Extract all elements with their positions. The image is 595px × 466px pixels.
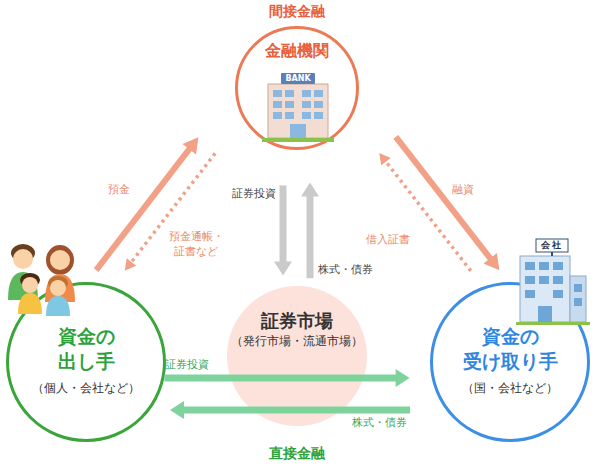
person-body [8,272,38,300]
edge-label: 預金 [108,182,148,197]
window [539,262,549,270]
section-heading: 直接金融 [247,444,347,462]
node-subtitle: （個人・会社など） [11,381,161,395]
flow-arrow [301,183,319,279]
window [574,298,582,306]
arrow-head [396,369,410,387]
node-title: 証券市場 [232,310,362,332]
arrow-head [170,401,184,419]
institution-circle: 金融機関 [235,26,359,150]
arrow-head [379,153,390,165]
arrow-line [385,161,471,271]
arrow-line [280,185,287,262]
sign-text: 会社 [536,239,568,252]
sign-post [551,252,553,256]
person-face [50,250,70,270]
market-circle: 証券市場 （発行市場・流通市場） [227,286,367,426]
arrow-head [183,137,199,154]
window [553,262,563,270]
arrow-line [183,407,410,414]
sign-text: BANK [281,73,315,84]
edge-label: 借入証書 [366,232,420,247]
node-title: 資金の 受け取り手 [458,324,562,373]
section-heading: 間接金融 [247,2,347,20]
arrow-head [483,253,499,270]
node-title: 金融機関 [242,41,352,60]
bank-sign [281,73,315,84]
window [539,276,549,284]
person-face [13,249,33,269]
person-hair [11,244,35,262]
window [553,276,563,284]
edge-label: 株式・債券 [352,415,416,430]
flow-arrow [379,153,471,271]
arrow-line [307,196,314,279]
provider-circle: 資金の 出し手 （個人・会社など） [6,282,166,442]
arrow-head [274,261,292,275]
node-title: 資金の 出し手 [44,324,128,373]
arrow-head [301,183,319,197]
person-face [22,277,38,293]
arrow-head [125,258,136,270]
edge-label: 預金通帳・証書など [166,229,226,259]
node-subtitle: （国・会社など） [435,381,585,395]
window [574,284,582,292]
edge-label: 融資 [452,182,492,197]
person-hair [20,273,40,287]
receiver-circle: 資金の 受け取り手 （国・会社など） [430,282,590,442]
person-hair [46,245,74,275]
edge-label: 証券投資 [165,357,225,372]
edge-label: 株式・債券 [318,262,388,277]
flow-arrow [274,185,292,275]
flow-arrow [396,137,500,270]
node-subtitle: （発行市場・流通市場） [227,335,367,349]
window [525,262,535,270]
arrow-line [396,137,491,259]
company-sign [536,239,568,252]
edge-label: 証券投資 [222,186,276,201]
arrow-line [164,375,396,382]
